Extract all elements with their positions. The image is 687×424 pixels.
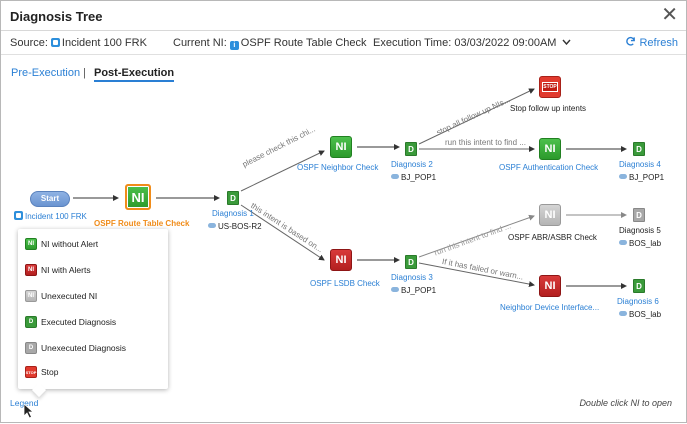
edge-label-stop: stop all follow up NIs...	[435, 95, 512, 138]
diagnosis-2-node[interactable]: D	[405, 142, 417, 156]
tab-separator: |	[83, 67, 86, 79]
device-icon	[619, 240, 627, 245]
ni-gray-icon: NI	[25, 290, 37, 302]
ni-abr-node[interactable]: NI	[539, 204, 561, 226]
diagnosis-4-node[interactable]: D	[633, 142, 645, 156]
ni-interface-label[interactable]: Neighbor Device Interface...	[500, 303, 600, 312]
diagnosis-6-device: BOS_lab	[619, 310, 661, 319]
tab-post-execution[interactable]: Post-Execution	[94, 67, 175, 82]
refresh-button[interactable]: Refresh	[625, 36, 678, 49]
double-click-hint: Double click NI to open	[579, 398, 672, 408]
device-icon	[619, 311, 627, 316]
diagnosis-4-device: BJ_POP1	[619, 173, 664, 182]
diagnosis-4-label[interactable]: Diagnosis 4	[619, 160, 661, 169]
ni-icon: i	[229, 41, 239, 50]
diagnosis-5-device: BOS_lab	[619, 239, 661, 248]
ni-interface-node[interactable]: NI	[539, 275, 561, 297]
diagnosis-1-node[interactable]: D	[227, 191, 239, 205]
ni-neighbor-label[interactable]: OSPF Neighbor Check	[297, 163, 379, 172]
diagnosis-3-label[interactable]: Diagnosis 3	[391, 273, 433, 282]
device-icon	[391, 174, 399, 179]
start-node[interactable]: Start	[30, 191, 70, 207]
source-info: Source:Incident 100 FRK	[10, 37, 147, 49]
stop-icon: STOP	[542, 82, 558, 92]
ni-abr-label[interactable]: OSPF ABR/ASBR Check	[508, 233, 597, 242]
ni-red-icon: NI	[25, 264, 37, 276]
ni-lsdb-node[interactable]: NI	[330, 249, 352, 271]
refresh-icon	[626, 36, 636, 46]
tab-pre-execution[interactable]: Pre-Execution	[11, 67, 81, 79]
ni-green-icon: NI	[25, 238, 37, 250]
incident-icon	[50, 38, 60, 47]
edge-label-failed: If it has failed or warn...	[441, 257, 525, 282]
root-ni-node[interactable]: NI	[125, 184, 151, 210]
device-icon	[619, 174, 627, 179]
diagnosis-5-label[interactable]: Diagnosis 5	[619, 226, 661, 235]
chevron-down-icon[interactable]	[562, 39, 571, 46]
start-caption: Incident 100 FRK	[14, 211, 87, 221]
diag-gray-icon: D	[25, 342, 37, 354]
diagnosis-2-label[interactable]: Diagnosis 2	[391, 160, 433, 169]
ni-neighbor-node[interactable]: NI	[330, 136, 352, 158]
edge-label-run-auth: run this intent to find ...	[445, 138, 526, 147]
diagnosis-3-node[interactable]: D	[405, 255, 417, 269]
ni-lsdb-label[interactable]: OSPF LSDB Check	[310, 279, 380, 288]
diagnosis-6-node[interactable]: D	[633, 279, 645, 293]
legend-caret	[31, 382, 47, 398]
root-ni-label[interactable]: OSPF Route Table Check	[94, 219, 190, 228]
execution-time-value: 03/03/2022 09:00AM	[454, 37, 557, 49]
diagnosis-1-device: US-BOS-R2	[208, 222, 262, 231]
current-ni-value: OSPF Route Table Check	[240, 37, 367, 49]
execution-time-info[interactable]: Execution Time: 03/03/2022 09:00AM	[373, 37, 571, 49]
window-title: Diagnosis Tree	[10, 9, 103, 24]
cursor-icon	[23, 403, 35, 419]
diagnosis-1-label[interactable]: Diagnosis 1	[212, 209, 254, 218]
diagnosis-5-node[interactable]: D	[633, 208, 645, 222]
stop-label: Stop follow up intents	[510, 104, 587, 113]
device-icon	[208, 223, 216, 228]
diagnosis-6-label[interactable]: Diagnosis 6	[617, 297, 659, 306]
diagnosis-3-device: BJ_POP1	[391, 286, 436, 295]
stop-node[interactable]: STOP	[539, 76, 561, 98]
title-bar: Diagnosis Tree ✕	[1, 1, 686, 31]
legend-link[interactable]: Legend	[10, 398, 39, 408]
incident-icon	[14, 211, 23, 220]
diagnosis-2-device: BJ_POP1	[391, 173, 436, 182]
close-icon[interactable]: ✕	[661, 4, 678, 26]
source-value: Incident 100 FRK	[61, 37, 147, 49]
diag-green-icon: D	[25, 316, 37, 328]
ni-auth-node[interactable]: NI	[539, 138, 561, 160]
edge-label-run-abr: run this intent to find ...	[433, 221, 513, 258]
device-icon	[391, 287, 399, 292]
stop-icon: STOP	[25, 366, 37, 378]
ni-auth-label[interactable]: OSPF Authentication Check	[499, 163, 599, 172]
